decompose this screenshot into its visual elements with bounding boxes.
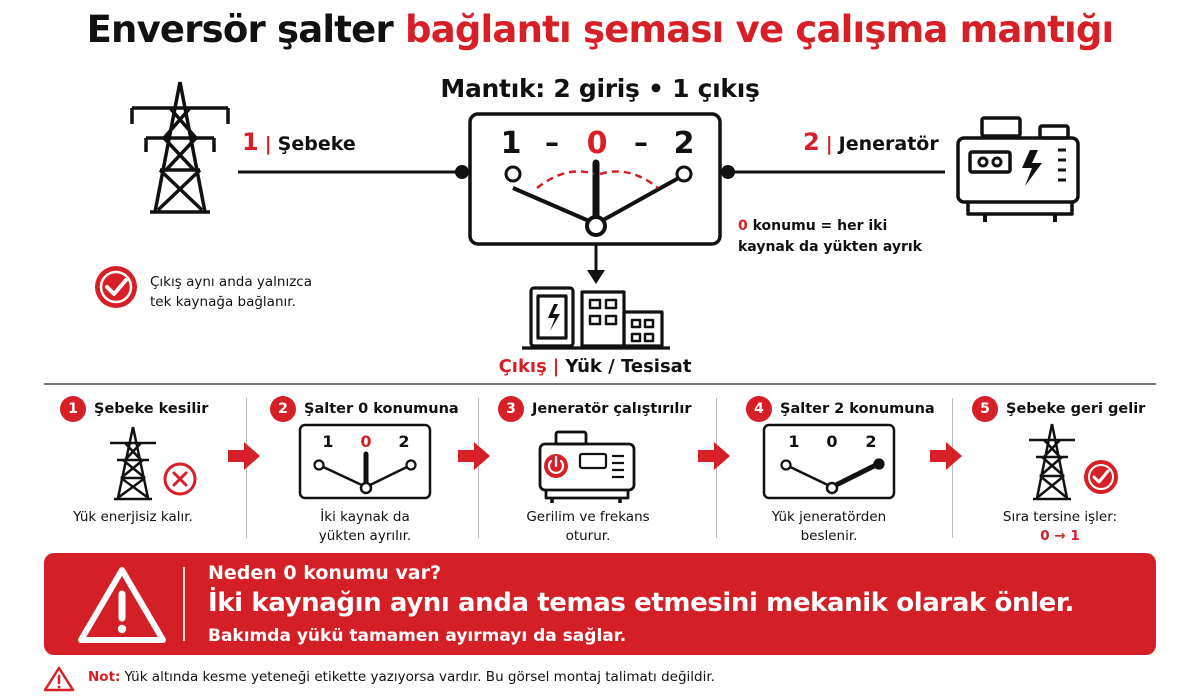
step-separator <box>246 398 247 538</box>
step-arrow-icon <box>228 442 260 470</box>
step-separator <box>716 398 717 538</box>
error-x-icon <box>163 462 197 496</box>
step-separator <box>478 398 479 538</box>
step-separator <box>952 398 953 538</box>
step-2-dial-2: 2 <box>398 432 409 451</box>
step-arrow-icon <box>698 442 730 470</box>
single-source-note: Çıkış aynı anda yalnızca tek kaynağa bağ… <box>150 274 312 310</box>
step-4-caption: Yük jeneratörden beslenir. <box>771 509 887 544</box>
switch-zero-icon <box>298 423 432 500</box>
step-2-caption: İki kaynak da yükten ayrılır. <box>318 509 412 544</box>
zero-position-note: 0 konumu = her iki kaynak da yükten ayrı… <box>738 218 922 255</box>
footnote: Not:Yük altında kesme yeteneği etikette … <box>88 669 715 685</box>
warning-icon <box>43 666 75 692</box>
switch-pos-2: 2 <box>674 126 695 161</box>
power-button-icon <box>544 454 568 478</box>
step-arrow-icon <box>458 442 490 470</box>
banner-statement: İki kaynağın aynı anda temas etmesini me… <box>208 588 1075 618</box>
step-4-dial-0: 0 <box>826 432 837 451</box>
power-tower-icon <box>1029 423 1075 501</box>
page-title: Enversör şalter bağlantı şeması ve çalış… <box>0 8 1200 51</box>
step-2-dial-1: 1 <box>322 432 333 451</box>
step-arrow-icon <box>930 442 962 470</box>
switch-pos-0: 0 <box>587 126 608 161</box>
switch-pos-1: 1 <box>501 126 522 161</box>
source1-label: 1|Şebeke <box>242 128 356 156</box>
step-1-caption: Yük enerjisiz kalır. <box>73 509 193 525</box>
generator-icon <box>956 116 1080 222</box>
switch-dash-1: – <box>545 126 559 159</box>
generator-icon <box>538 430 636 503</box>
step-5-caption: Sıra tersine işler: 0 → 1 <box>1002 509 1118 544</box>
step-3-caption: Gerilim ve frekans oturur. <box>526 509 650 544</box>
step-4-dial-1: 1 <box>788 432 799 451</box>
title-accent: bağlantı şeması ve çalışma mantığı <box>405 8 1114 51</box>
switch-dash-2: – <box>634 126 648 159</box>
banner-detail: Bakımda yükü tamamen ayırmayı da sağlar. <box>208 626 627 646</box>
check-circle-icon <box>1084 460 1118 494</box>
warning-triangle-icon <box>78 567 166 643</box>
step-2-dial-0: 0 <box>360 432 371 451</box>
check-circle-icon <box>95 266 137 308</box>
step-4-dial-2: 2 <box>865 432 876 451</box>
building-icon <box>522 286 670 350</box>
warning-banner: Neden 0 konumu var? İki kaynağın aynı an… <box>44 553 1156 655</box>
page-subtitle: Mantık: 2 giriş • 1 çıkış <box>440 74 760 103</box>
source2-label: 2|Jeneratör <box>803 128 939 156</box>
title-main: Enversör şalter <box>86 8 394 51</box>
power-tower-icon <box>110 426 156 501</box>
changeover-switch-box <box>468 112 722 246</box>
switch-two-icon <box>762 423 896 500</box>
section-divider <box>44 383 1156 385</box>
banner-question: Neden 0 konumu var? <box>208 562 442 584</box>
banner-divider <box>183 567 185 641</box>
output-label: Çıkış|Yük / Tesisat <box>498 356 692 377</box>
